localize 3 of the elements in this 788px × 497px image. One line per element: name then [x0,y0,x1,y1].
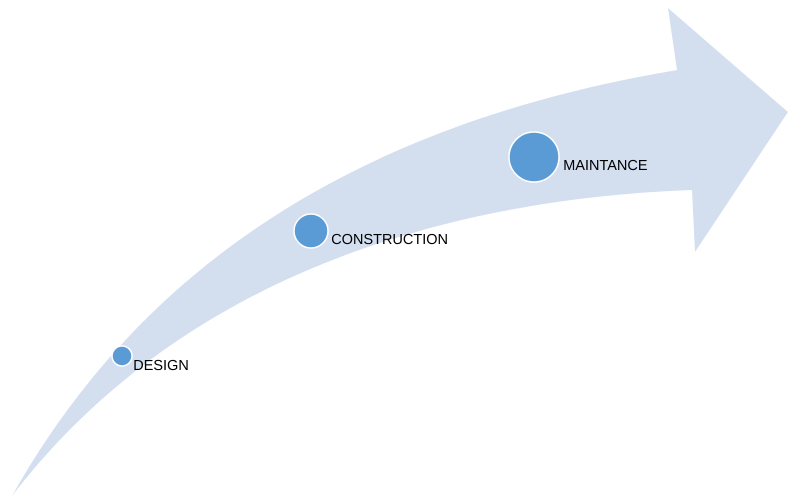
stage-label: CONSTRUCTION [332,234,447,244]
stage-label: DESIGN [134,360,188,370]
stage-label: MAINTANCE [564,160,647,170]
